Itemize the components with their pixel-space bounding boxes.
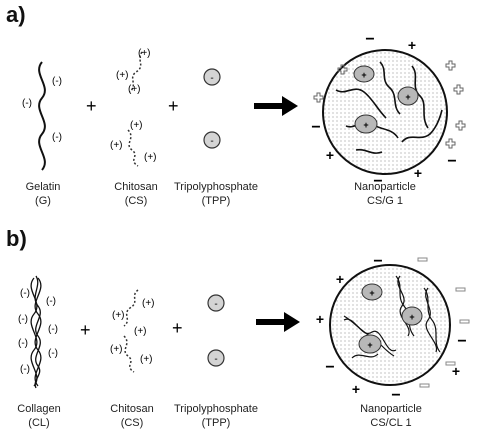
chitosan-abbr-b: (CS) — [120, 417, 144, 429]
svg-text:+: + — [352, 381, 360, 397]
plus-sign-b1: + — [80, 320, 91, 340]
svg-text:+: + — [452, 363, 460, 379]
gelatin-charge-2: (-) — [22, 98, 32, 109]
chitosan-name-a: Chitosan — [114, 181, 158, 193]
collagen-charge-4: (-) — [48, 324, 58, 335]
reaction-arrow-b — [256, 312, 300, 332]
plus-sign-a1: + — [86, 96, 97, 116]
chitosan-chain-a-bottom — [127, 129, 139, 167]
plus-sign-a2: + — [168, 96, 179, 116]
chitosan-abbr-a: (CS) — [124, 195, 148, 207]
plus-sign-b2: + — [172, 318, 183, 338]
nanoparticle-name-b: Nanoparticle — [360, 403, 422, 415]
svg-text:−: − — [311, 119, 320, 136]
collagen-abbr: (CL) — [28, 417, 50, 429]
gelatin-name: Gelatin — [25, 181, 61, 193]
tpp-particle-a1 — [203, 68, 221, 86]
tpp-particle-a2 — [203, 131, 221, 149]
nanoparticle-name-a: Nanoparticle — [354, 181, 416, 193]
gelatin-chain — [38, 61, 46, 171]
tpp-charge-b2: - — [214, 354, 217, 365]
chitosan-chain-b-bottom — [123, 335, 135, 373]
chitosan-b-charge-1: (+) — [142, 298, 155, 309]
gelatin-charge-3: (-) — [52, 132, 62, 143]
tpp-particle-b1 — [207, 294, 225, 312]
svg-text:+: + — [316, 311, 324, 327]
tpp-charge-a1: - — [210, 73, 213, 84]
gelatin-charge-1: (-) — [52, 76, 62, 87]
svg-text:+: + — [409, 312, 414, 322]
panel-a-label: a) — [6, 2, 26, 27]
chitosan-charge-4: (+) — [130, 120, 143, 131]
tpp-charge-b1: - — [214, 299, 217, 310]
nanoparticle-a-open-plus-marks — [313, 60, 466, 149]
chitosan-b-charge-2: (+) — [112, 310, 125, 321]
tpp-name-b: Tripolyphosphate — [174, 403, 258, 415]
svg-text:+: + — [361, 70, 366, 80]
nanoparticle-b-dash-marks — [417, 257, 470, 388]
svg-text:−: − — [365, 31, 374, 48]
tpp-caption-b: Tripolyphosphate (TPP) — [170, 402, 262, 430]
svg-text:+: + — [369, 288, 374, 298]
collagen-charge-5: (-) — [18, 338, 28, 349]
tpp-abbr-a: (TPP) — [201, 195, 231, 207]
tpp-charge-a2: - — [210, 136, 213, 147]
chitosan-chain-a-top — [129, 51, 143, 93]
nanoparticle-a-surface-charges: − + − + − + − — [311, 31, 456, 190]
collagen-helix — [30, 275, 42, 389]
tpp-caption-a: Tripolyphosphate (TPP) — [170, 180, 262, 208]
panel-b-label: b) — [6, 226, 27, 251]
chitosan-name-b: Chitosan — [110, 403, 154, 415]
reaction-arrow-a — [254, 96, 298, 116]
chitosan-chain-b-top — [123, 289, 139, 327]
chitosan-charge-6: (+) — [144, 152, 157, 163]
nanoparticle-b-surface-charges: + − + − + − − + — [316, 253, 467, 404]
svg-text:−: − — [373, 173, 382, 190]
svg-text:+: + — [408, 37, 416, 53]
svg-text:+: + — [336, 271, 344, 287]
collagen-caption: Collagen (CL) — [4, 402, 74, 430]
nanoparticle-caption-a: Nanoparticle CS/G 1 — [340, 180, 430, 208]
tpp-name-a: Tripolyphosphate — [174, 181, 258, 193]
svg-text:−: − — [325, 359, 334, 376]
chitosan-charge-3: (+) — [128, 84, 141, 95]
chitosan-charge-2: (+) — [116, 70, 129, 81]
svg-text:−: − — [447, 153, 456, 170]
collagen-charge-2: (-) — [46, 296, 56, 307]
nanoparticle-a: + + + — [322, 49, 448, 175]
collagen-charge-7: (-) — [20, 364, 30, 375]
svg-text:+: + — [405, 92, 410, 102]
nanoparticle-caption-b: Nanoparticle CS/CL 1 — [346, 402, 436, 430]
chitosan-b-charge-5: (+) — [140, 354, 153, 365]
chitosan-charge-1: (+) — [138, 48, 151, 59]
nanoparticle-abbr-a: CS/G 1 — [366, 195, 404, 207]
gelatin-caption: Gelatin (G) — [8, 180, 78, 208]
nanoparticle-abbr-b: CS/CL 1 — [370, 417, 412, 429]
chitosan-caption-b: Chitosan (CS) — [96, 402, 168, 430]
nanoparticle-b: + + + — [329, 264, 451, 386]
tpp-abbr-b: (TPP) — [201, 417, 231, 429]
svg-text:+: + — [326, 147, 334, 163]
chitosan-charge-5: (+) — [110, 140, 123, 151]
svg-text:−: − — [457, 333, 466, 350]
svg-text:+: + — [367, 340, 372, 350]
chitosan-b-charge-3: (+) — [134, 326, 147, 337]
collagen-charge-3: (-) — [18, 314, 28, 325]
chitosan-b-charge-4: (+) — [110, 344, 123, 355]
svg-text:−: − — [391, 387, 400, 404]
collagen-charge-6: (-) — [48, 348, 58, 359]
svg-text:+: + — [363, 120, 368, 130]
svg-text:−: − — [373, 253, 382, 270]
svg-text:+: + — [414, 165, 422, 181]
collagen-name: Collagen — [17, 403, 61, 415]
chitosan-caption-a: Chitosan (CS) — [100, 180, 172, 208]
tpp-particle-b2 — [207, 349, 225, 367]
gelatin-abbr: (G) — [35, 195, 51, 207]
collagen-charge-1: (-) — [20, 288, 30, 299]
